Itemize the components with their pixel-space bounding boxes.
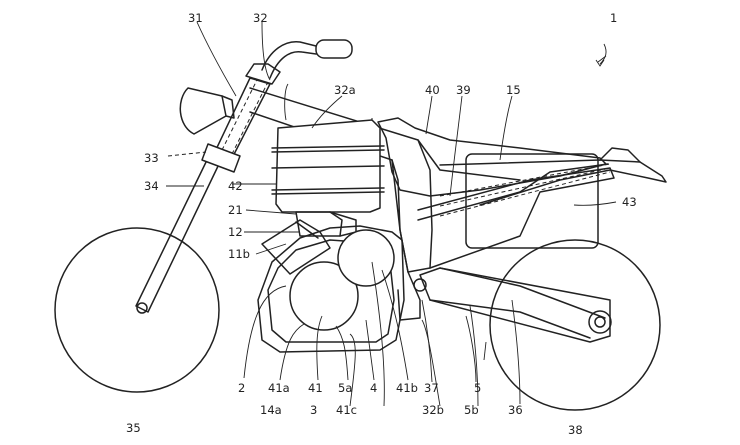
- label-15: 15: [506, 83, 521, 97]
- air-box: [295, 211, 357, 237]
- label-3: 3: [310, 403, 317, 417]
- rear-fender: [439, 147, 667, 206]
- label-35: 35: [126, 421, 141, 435]
- seat: [377, 117, 607, 197]
- label-34: 34: [144, 179, 159, 193]
- label-41c: 41c: [336, 403, 357, 417]
- motor-units: [289, 229, 395, 331]
- label-41: 41: [308, 381, 323, 395]
- swing-arm: [419, 267, 612, 343]
- label-31: 31: [188, 11, 203, 25]
- label-32a: 32a: [334, 83, 356, 97]
- label-5a: 5a: [338, 381, 352, 395]
- label-4: 4: [370, 381, 377, 395]
- pivot: [413, 278, 427, 292]
- reference-arrow: [595, 43, 607, 67]
- label-33: 33: [144, 151, 159, 165]
- label-39: 39: [456, 83, 471, 97]
- hidden-lines: [371, 118, 611, 217]
- label-40: 40: [425, 83, 440, 97]
- label-38: 38: [568, 423, 583, 437]
- battery-box: [465, 153, 599, 249]
- front-wheel: [54, 227, 220, 393]
- label-32: 32: [253, 11, 268, 25]
- rear-wheel: [489, 239, 661, 411]
- label-11b: 11b: [228, 247, 250, 261]
- label-21: 21: [228, 203, 243, 217]
- label-12: 12: [228, 225, 243, 239]
- label-14a: 14a: [260, 403, 282, 417]
- cylinder: [261, 219, 331, 275]
- label-5b: 5b: [464, 403, 479, 417]
- label-2: 2: [238, 381, 245, 395]
- label-42: 42: [228, 179, 243, 193]
- label-32b: 32b: [422, 403, 444, 417]
- headlight: [179, 87, 235, 135]
- label-37: 37: [424, 381, 439, 395]
- fuel-tank: [271, 119, 385, 213]
- label-36: 36: [508, 403, 523, 417]
- label-1: 1: [610, 11, 617, 25]
- label-41b: 41b: [396, 381, 418, 395]
- engine-block: [257, 225, 405, 353]
- label-5: 5: [474, 381, 481, 395]
- reference-numerals: 31 32 1 32a 40 39 15 33 34 42 21 43 12 1…: [126, 11, 637, 437]
- label-43: 43: [622, 195, 637, 209]
- label-41a: 41a: [268, 381, 290, 395]
- leader-lines: [166, 21, 617, 407]
- rear-subframe: [417, 163, 615, 269]
